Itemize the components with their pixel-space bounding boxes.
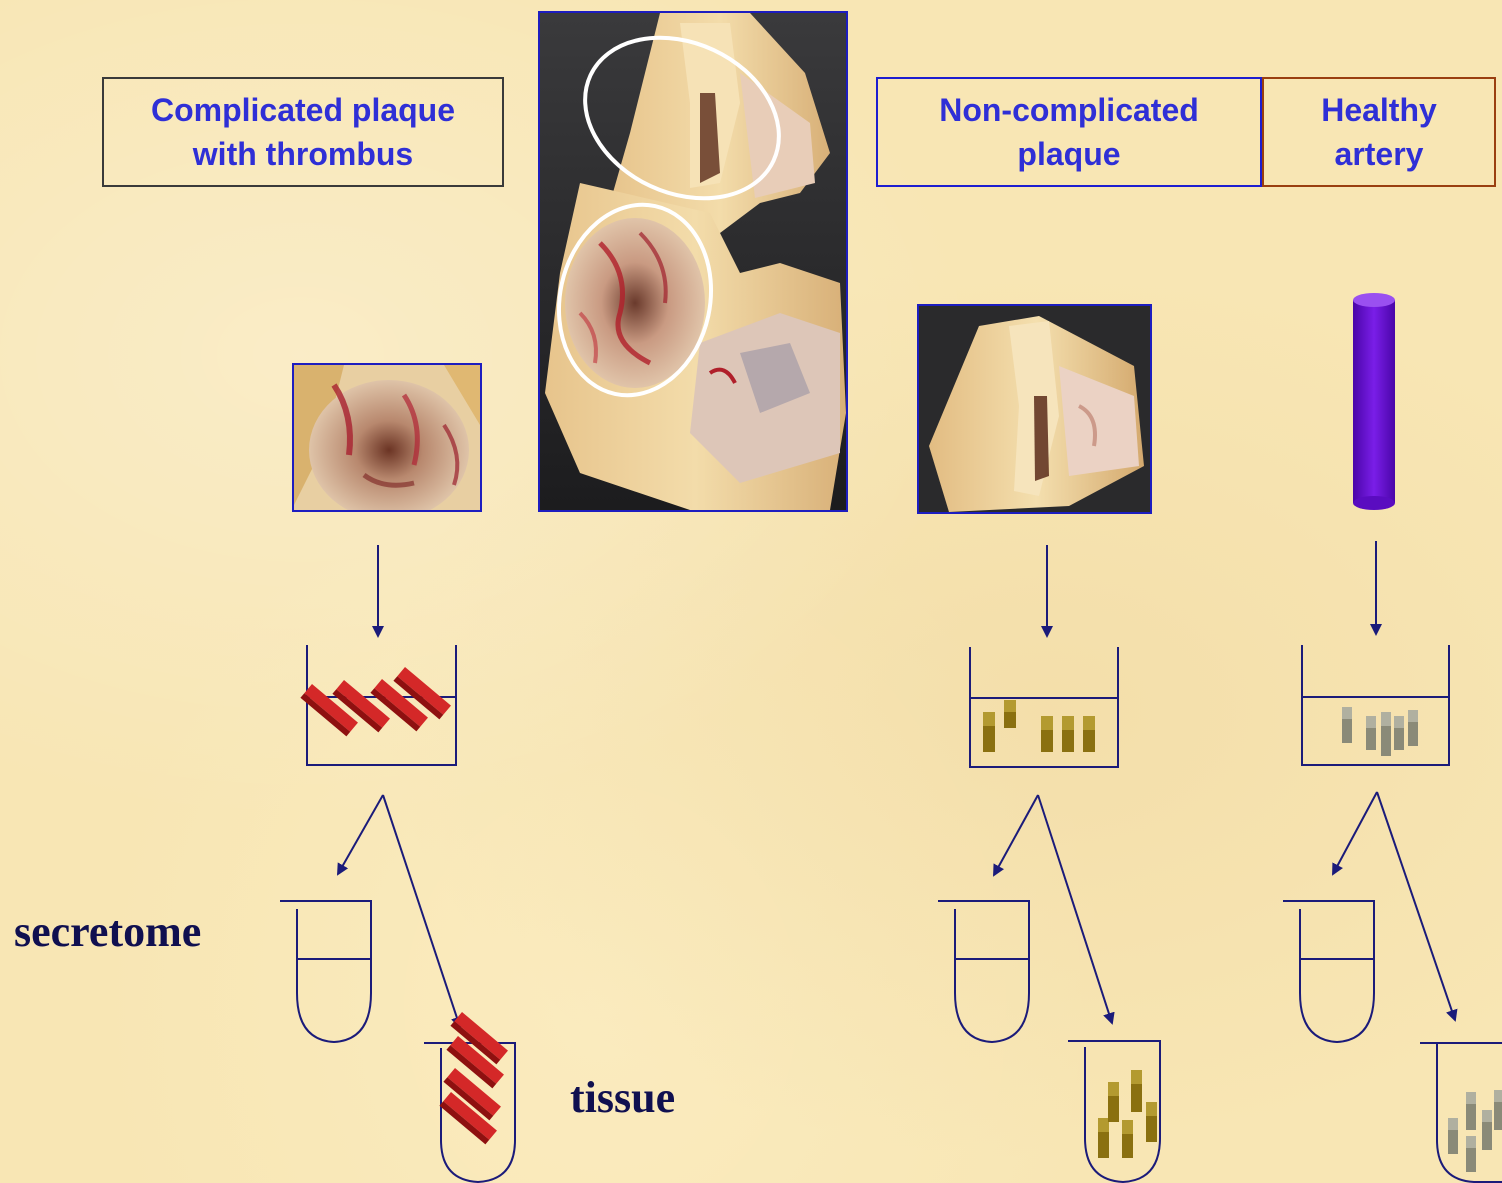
secretome-tube-noncomplicated — [938, 901, 1029, 1042]
split-arrows-noncomplicated — [994, 795, 1112, 1023]
split-arrows-complicated — [338, 795, 460, 1027]
purple-cylinder-icon — [1353, 293, 1395, 510]
secretome-tube-complicated — [280, 901, 371, 1042]
noncomplicated-tissue-pieces — [983, 700, 1095, 752]
noncomplicated-tube-tissue — [1098, 1070, 1157, 1158]
complicated-tissue-pieces — [300, 667, 451, 736]
healthy-tissue-pieces — [1342, 707, 1418, 756]
secretome-label: secretome — [14, 906, 201, 957]
tissue-label: tissue — [570, 1072, 675, 1123]
secretome-tube-healthy — [1283, 901, 1374, 1042]
healthy-tube-tissue — [1448, 1090, 1502, 1172]
split-arrows-healthy — [1333, 792, 1455, 1020]
complicated-tube-tissue — [439, 1012, 508, 1144]
